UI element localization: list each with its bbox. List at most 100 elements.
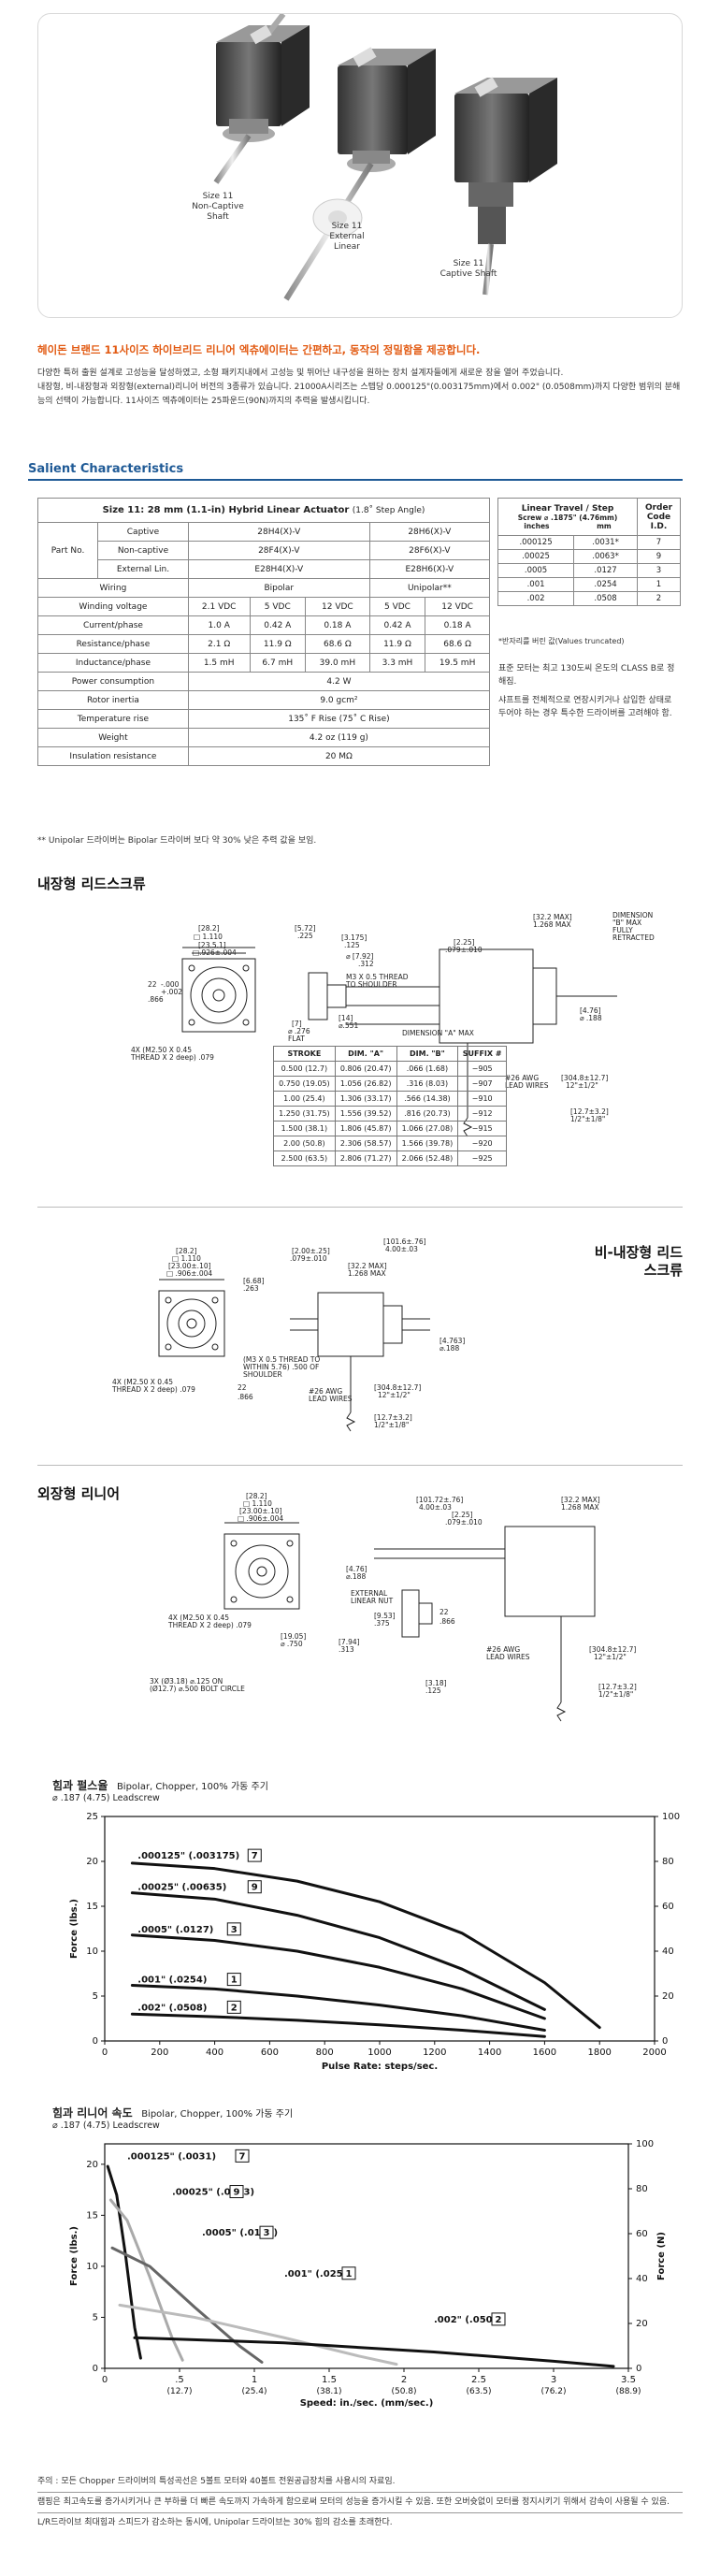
svg-text:[101.72±.76]: [101.72±.76] [416, 1496, 463, 1504]
svg-text:[101.6±.76]: [101.6±.76] [383, 1237, 426, 1246]
svg-text:EXTERNAL: EXTERNAL [351, 1589, 388, 1598]
svg-text:-.000: -.000 [161, 980, 180, 989]
y-tick-label: 0 [93, 2364, 98, 2374]
table-row: Part No. Captive 28H4(X)-V 28H6(X)-V [36, 522, 491, 579]
table-row: .000125.0031*7 [497, 535, 681, 550]
series-code: 1 [346, 2269, 353, 2279]
intro-body: 다양한 특허 출원 설계로 고성능을 달성하였고, 소형 패키지내에서 고성능 … [37, 367, 683, 409]
svg-text:.079±.010: .079±.010 [445, 946, 483, 954]
svg-text:[304.8±12.7]: [304.8±12.7] [589, 1645, 636, 1654]
series-code: 2 [496, 2315, 502, 2325]
table-row: 1.500 (38.1)1.806 (45.87)1.066 (27.08)−9… [273, 1121, 507, 1136]
x-tick-label: 1600 [533, 2048, 556, 2058]
svg-text:TO SHOULDER: TO SHOULDER [345, 980, 397, 989]
svg-text:[12.7±3.2]: [12.7±3.2] [570, 1107, 609, 1116]
table-row: 0.500 (12.7)0.806 (20.47).066 (1.68)−905 [273, 1061, 507, 1077]
svg-text:1/2"±1/8": 1/2"±1/8" [570, 1115, 605, 1123]
x-tick-label-mm: (12.7) [166, 2387, 192, 2396]
force-vs-speed-chart: 0.5(12.7)1(25.4)1.5(38.1)2(50.8)2.5(63.5… [69, 2139, 667, 2409]
svg-text:THREAD X 2 deep) .079: THREAD X 2 deep) .079 [130, 1053, 214, 1062]
x-tick-label-mm: (38.1) [316, 2387, 341, 2396]
x-tick-label: 1400 [478, 2048, 501, 2058]
table-row: 2.00 (50.8)2.306 (58.57)1.566 (39.78)−92… [273, 1136, 507, 1151]
svg-text:4X (M2.50 X 0.45: 4X (M2.50 X 0.45 [131, 1046, 192, 1054]
svg-text:4.00±.03: 4.00±.03 [419, 1503, 452, 1512]
table-row: 1.00 (25.4)1.306 (33.17).566 (14.38)−910 [273, 1091, 507, 1107]
svg-text:(M3 X 0.5 THREAD TO: (M3 X 0.5 THREAD TO [243, 1355, 320, 1364]
svg-text:SHOULDER: SHOULDER [243, 1370, 282, 1379]
intro-paragraph: 내장형, 비-내장형과 외장형(external)리니어 버전의 3종류가 있습… [37, 383, 681, 406]
svg-text:⌀ [7.92]: ⌀ [7.92] [346, 952, 374, 961]
series-line [130, 1933, 546, 2020]
chart1-subtitle: ⌀ .187 (4.75) Leadscrew [52, 1793, 160, 1803]
y-tick-label: 25 [86, 1812, 98, 1822]
table-row: 1.250 (31.75)1.556 (39.52).816 (20.73)−9… [273, 1106, 507, 1122]
x-tick-label-mm: (25.4) [241, 2387, 267, 2396]
svg-text:1.268 MAX: 1.268 MAX [348, 1269, 386, 1278]
x-tick-label: 1800 [587, 2048, 611, 2058]
x-tick-label: 800 [316, 2048, 334, 2058]
spec-table: Size 11: 28 mm (1.1-in) Hybrid Linear Ac… [36, 498, 491, 766]
svg-text:M3 X 0.5 THREAD: M3 X 0.5 THREAD [346, 973, 409, 981]
svg-text:[7.94]: [7.94] [339, 1638, 360, 1646]
series-code: 7 [252, 1851, 258, 1861]
y-axis-label: Force (lbs.) [69, 1899, 79, 1959]
series-line [130, 2012, 546, 2038]
external-title: 외장형 리니어 [37, 1485, 121, 1502]
x-axis-label: Speed: in./sec. (mm/sec.) [300, 2398, 434, 2409]
svg-text:1.268 MAX: 1.268 MAX [533, 920, 571, 929]
svg-text:[9.53]: [9.53] [374, 1612, 396, 1620]
x-tick-label: 2.5 [471, 2375, 486, 2385]
y-axis-label: Force (lbs.) [69, 2226, 79, 2286]
series-line [106, 2164, 142, 2360]
series-code-box [491, 2312, 506, 2326]
y2-tick-label: 60 [662, 1902, 674, 1912]
svg-text:[6.68]: [6.68] [243, 1277, 265, 1285]
x-tick-label: 1200 [423, 2048, 446, 2058]
x-tick-label: 0 [102, 2048, 108, 2058]
svg-text:DIMENSION "A" MAX: DIMENSION "A" MAX [402, 1029, 474, 1037]
svg-text:[3.175]: [3.175] [341, 933, 367, 942]
svg-text:[4.763]: [4.763] [439, 1337, 465, 1345]
motor-captive-shaft [454, 77, 557, 296]
svg-text:1/2"±1/8": 1/2"±1/8" [598, 1690, 633, 1699]
y-tick-label: 20 [86, 2160, 98, 2170]
y2-tick-label: 40 [636, 2274, 648, 2284]
series-code-box [226, 1973, 241, 1987]
svg-text:#26 AWG: #26 AWG [505, 1074, 539, 1082]
series-label: .0005" (.0127) [137, 1925, 213, 1935]
x-axis-label: Pulse Rate: steps/sec. [322, 2062, 438, 2072]
x-tick-label: 3 [551, 2375, 556, 2385]
svg-text:.079±.010: .079±.010 [445, 1518, 483, 1527]
chart2-subtitle: ⌀ .187 (4.75) Leadscrew [52, 2120, 160, 2131]
svg-text:.866: .866 [148, 995, 164, 1004]
series-code: 1 [231, 1975, 238, 1986]
series-code: 7 [239, 2151, 246, 2162]
series-code: 3 [231, 1925, 238, 1935]
svg-text:RETRACTED: RETRACTED [612, 933, 655, 942]
y-tick-label: 5 [93, 1991, 98, 2002]
series-label: .00025" (.00635) [137, 1883, 226, 1893]
svg-text:⌀ .188: ⌀ .188 [580, 1014, 602, 1022]
travel-table: Linear Travel / Step Screw ⌀ .1875" (4.7… [497, 498, 681, 606]
series-label: .002" (.0508) [137, 2003, 207, 2013]
x-tick-label: 400 [206, 2048, 223, 2058]
series-code-box [226, 1922, 241, 1936]
series-code: 9 [234, 2188, 240, 2198]
svg-text:WITHIN 5.76) .500 OF: WITHIN 5.76) .500 OF [243, 1363, 319, 1371]
svg-text:.866: .866 [238, 1393, 253, 1401]
svg-text:4.00±.03: 4.00±.03 [385, 1245, 418, 1253]
svg-text:(Ø12.7) ⌀.500 BOLT CIRCLE: (Ø12.7) ⌀.500 BOLT CIRCLE [150, 1685, 245, 1693]
